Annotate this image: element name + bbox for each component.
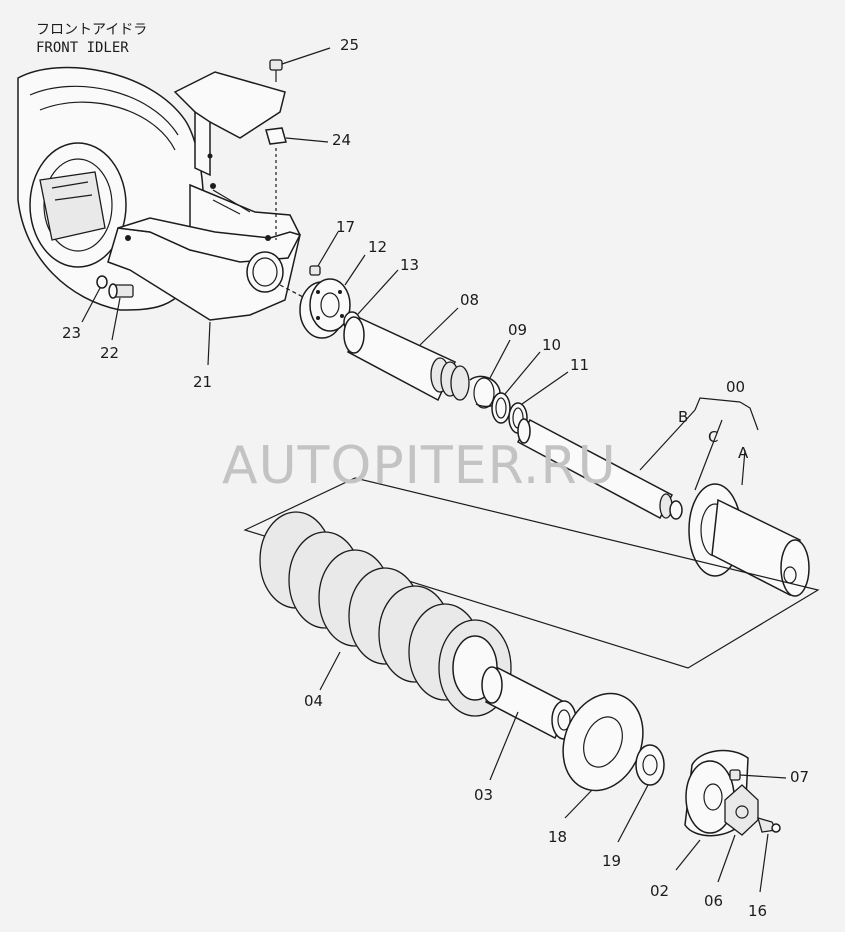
callout-11: 11 (570, 356, 589, 374)
callout-00: 00 (726, 378, 745, 396)
callout-02: 02 (650, 882, 669, 900)
callout-A: A (738, 444, 749, 462)
part-00-assembly (516, 397, 810, 597)
part-17-bolt (309, 231, 339, 276)
callout-22: 22 (100, 344, 119, 362)
callout-24: 24 (332, 131, 351, 149)
callout-18: 18 (548, 828, 567, 846)
callout-23: 23 (62, 324, 81, 342)
callout-C: C (708, 428, 718, 446)
part-10-seal (491, 351, 541, 424)
part-22-bolt (108, 283, 134, 341)
callout-13: 13 (400, 256, 419, 274)
callout-03: 03 (474, 786, 493, 804)
part-24-washer (265, 127, 329, 240)
callout-06: 06 (704, 892, 723, 910)
part-23-washer (81, 275, 108, 323)
callout-17: 17 (336, 218, 355, 236)
callout-16: 16 (748, 902, 767, 920)
watermark-text: AUTOPITER.RU (222, 436, 617, 496)
callout-19: 19 (602, 852, 621, 870)
callout-04: 04 (304, 692, 323, 710)
title-english: FRONT IDLER (36, 40, 129, 56)
part-06-block (717, 784, 759, 883)
part-16-grease-fitting (757, 817, 781, 893)
part-12-flange (279, 254, 366, 339)
part-07-plug (729, 769, 787, 781)
callout-10: 10 (542, 336, 561, 354)
title-japanese: フロントアイドラ (36, 22, 147, 38)
part-21-yoke (107, 71, 302, 366)
callout-21: 21 (193, 373, 212, 391)
part-25-bolt (269, 47, 331, 82)
part-09-ring (469, 339, 511, 409)
callout-B: B (678, 408, 688, 426)
callout-25: 25 (340, 36, 359, 54)
callout-08: 08 (460, 291, 479, 309)
part-08-cylinder (343, 307, 470, 402)
callout-07: 07 (790, 768, 809, 786)
part-19-washer (617, 744, 665, 843)
callout-09: 09 (508, 321, 527, 339)
part-04-spring (259, 511, 512, 717)
part-03-spacer (481, 666, 577, 781)
assembly-outline (243, 477, 820, 669)
idler-wheel (17, 66, 205, 311)
callout-12: 12 (368, 238, 387, 256)
